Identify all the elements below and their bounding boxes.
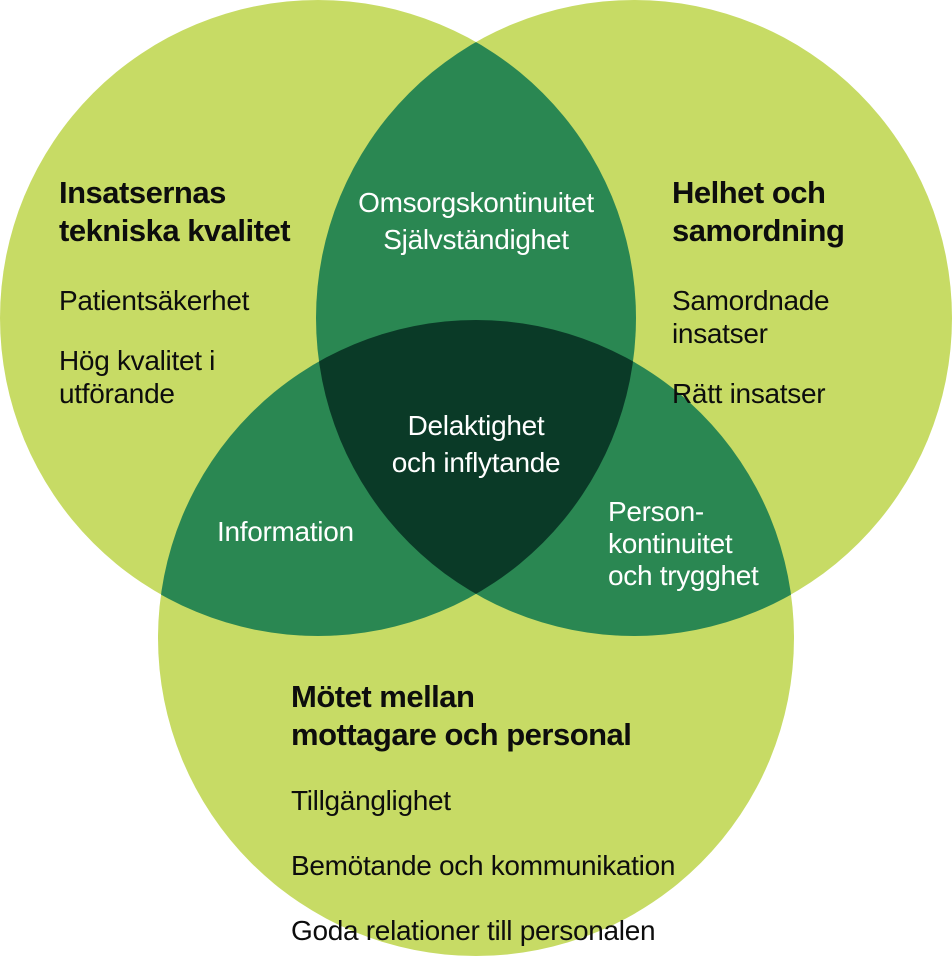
center-label: Delaktighet och inflytande	[391, 410, 561, 478]
overlap-left-label: Information	[217, 516, 354, 547]
bottom-circle-item: Bemötande och kommunikation	[291, 850, 676, 881]
left-circle-labels: Insatsernas tekniska kvalitet Patientsäk…	[59, 156, 339, 428]
right-circle-title: Helhet och samordning	[672, 175, 845, 248]
left-circle-title: Insatsernas tekniska kvalitet	[59, 175, 291, 248]
overlap-top-label: Omsorgskontinuitet Självständighet	[358, 187, 594, 255]
bottom-circle-title: Mötet mellan mottagare och personal	[291, 679, 632, 752]
center-overlap	[316, 320, 636, 636]
right-circle-item: Samordnade insatser	[672, 285, 830, 349]
right-circle-item: Rätt insatser	[672, 378, 826, 409]
bottom-circle-item: Tillgänglighet	[291, 785, 451, 816]
bottom-circle-item: Goda relationer till personalen	[291, 915, 656, 946]
left-circle-item: Patientsäkerhet	[59, 285, 250, 316]
bottom-circle-labels: Mötet mellan mottagare och personal Till…	[291, 660, 721, 956]
overlap-right-label: Person- kontinuitet och trygghet	[608, 496, 759, 591]
left-circle-item: Hög kvalitet i utförande	[59, 345, 216, 409]
right-circle-labels: Helhet och samordning Samordnade insatse…	[672, 156, 932, 428]
